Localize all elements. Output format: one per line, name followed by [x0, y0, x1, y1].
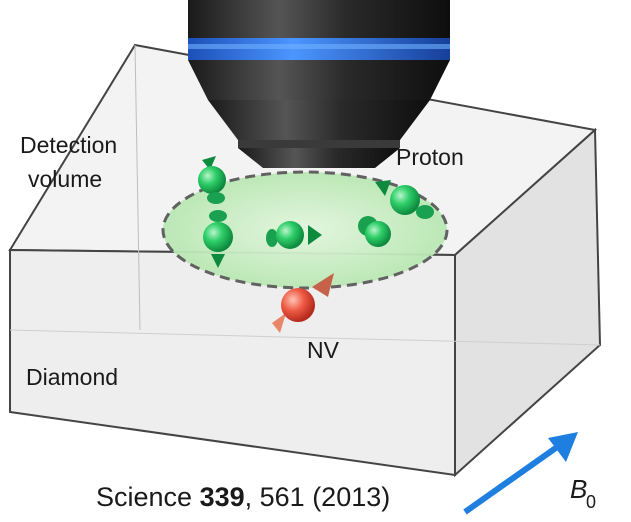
label-field: B	[570, 474, 587, 504]
label-field-subscript: 0	[586, 492, 596, 512]
proton-spin-icon	[358, 216, 391, 247]
diamond-front-face	[9, 248, 456, 477]
label-detection: Detection	[20, 132, 117, 158]
label-diamond: Diamond	[26, 364, 118, 390]
proton-spin-icon	[198, 156, 226, 204]
hidden-edge	[9, 329, 601, 346]
citation: Science 339, 561 (2013)	[96, 482, 390, 513]
microscope-objective-icon	[188, 0, 450, 168]
label-nv: NV	[307, 337, 340, 363]
proton-spin-icon	[266, 221, 322, 249]
proton-spin-icon	[375, 180, 434, 219]
citation-volume: 339	[199, 482, 245, 512]
nv-center-spin-icon	[272, 273, 334, 333]
detection-volume-ellipse	[161, 170, 449, 290]
citation-journal: Science	[96, 482, 193, 512]
citation-pages-year: , 561 (2013)	[244, 482, 391, 512]
label-volume: volume	[28, 166, 102, 192]
hidden-edge	[134, 44, 141, 331]
label-proton: Proton	[396, 144, 464, 170]
proton-spin-icon	[203, 210, 233, 268]
magnetic-field-arrow-icon	[463, 432, 578, 515]
